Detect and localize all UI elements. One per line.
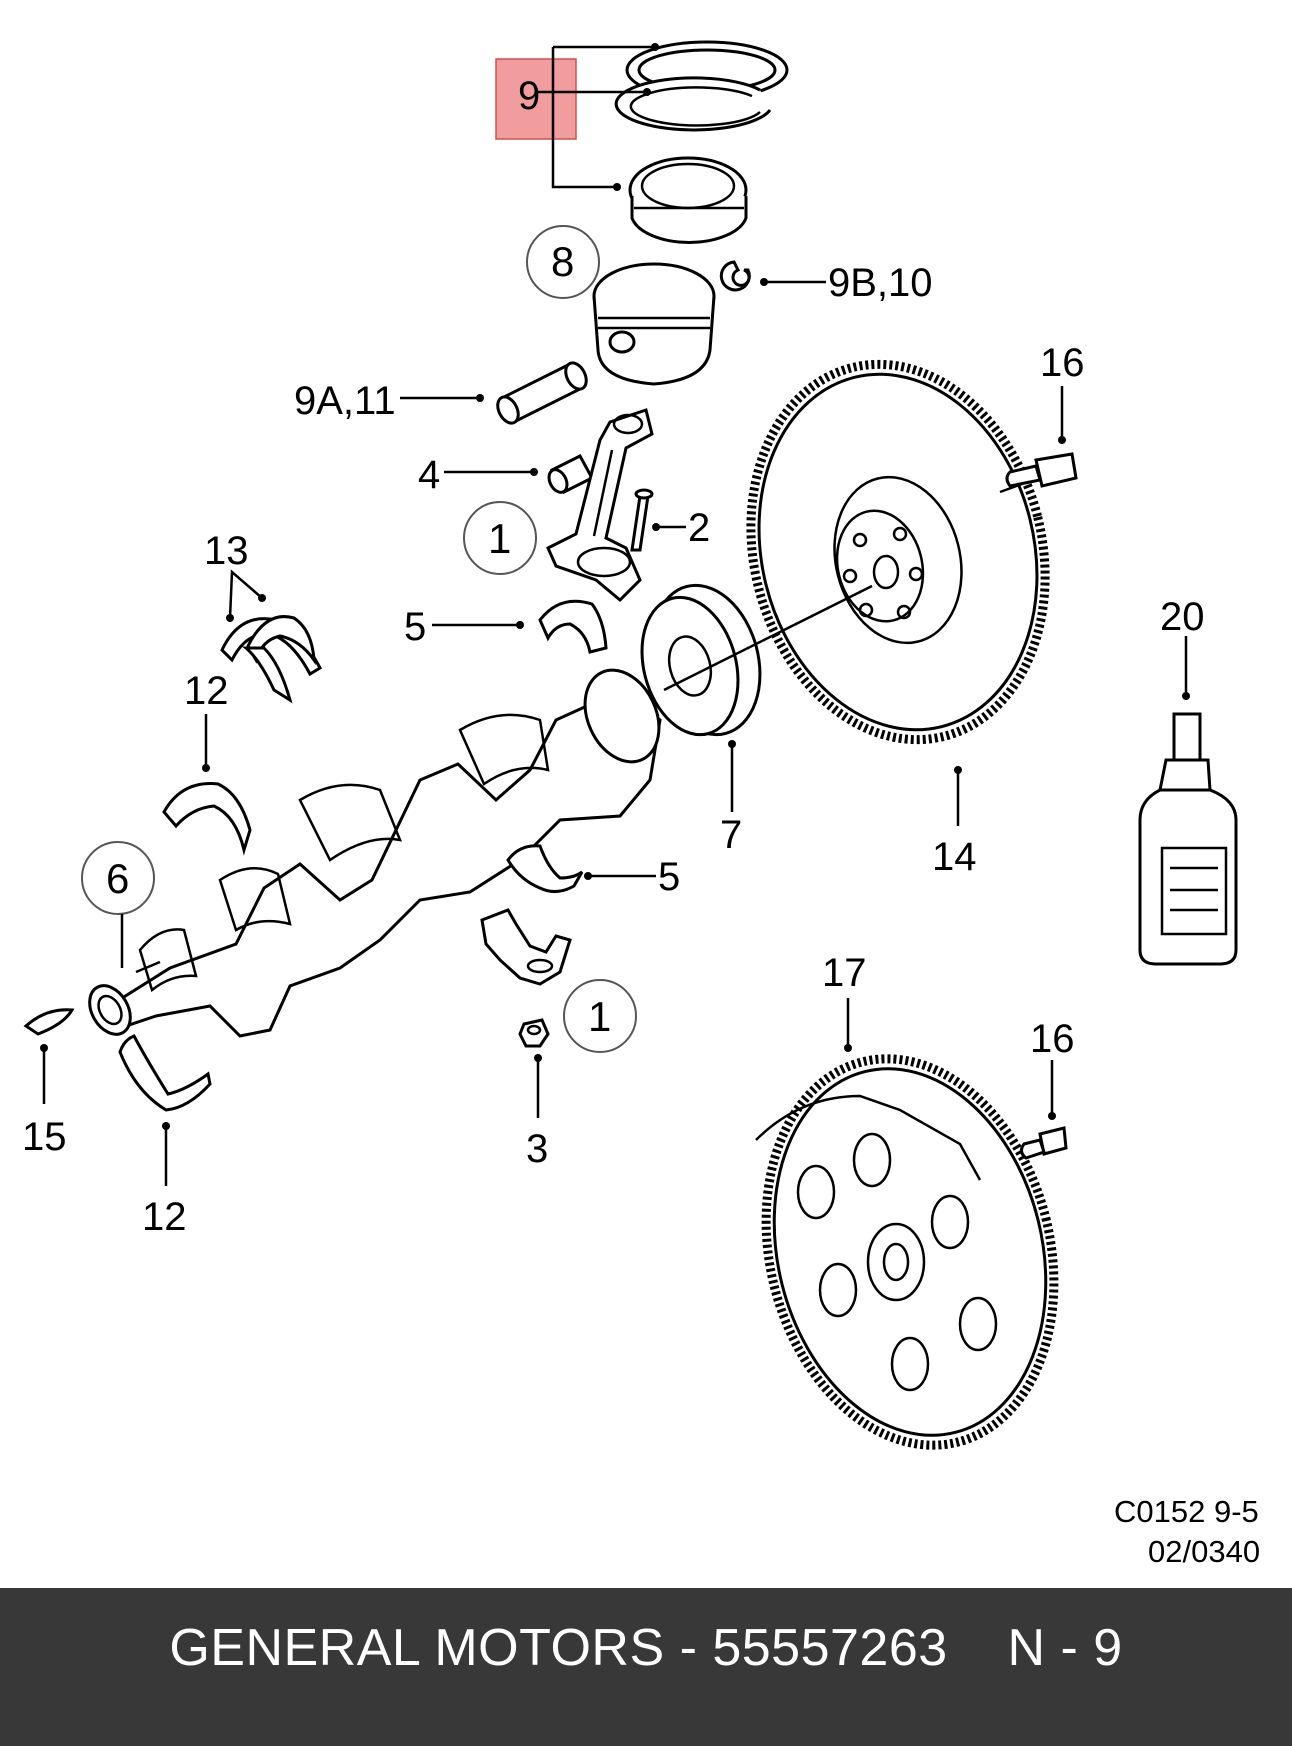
callout-13: 13 bbox=[204, 529, 249, 573]
callout-14: 14 bbox=[932, 835, 977, 879]
flywheel-bolt-illustration bbox=[1005, 452, 1078, 488]
callout-circle-6 bbox=[81, 841, 155, 915]
piston-rings-illustration bbox=[614, 40, 789, 244]
main-bearing-lower-illustration bbox=[118, 1034, 212, 1112]
callout-1-bottom: 1 bbox=[588, 993, 611, 1040]
flexplate-bolt-illustration bbox=[1019, 1126, 1068, 1160]
callout-5-top: 5 bbox=[404, 605, 426, 649]
callout-3: 3 bbox=[526, 1127, 548, 1171]
callout-15: 15 bbox=[22, 1115, 67, 1159]
callout-circle-1-bottom bbox=[563, 979, 637, 1053]
footer-banner: GENERAL MOTORS - 55557263 N - 9 bbox=[0, 1588, 1292, 1746]
exploded-parts-diagram: 9 8 9B,10 9A,11 4 2 bbox=[22, 40, 1260, 1569]
rod-cap-illustration bbox=[480, 908, 572, 986]
piston-pin-illustration bbox=[496, 361, 588, 425]
callout-7: 7 bbox=[720, 813, 742, 857]
callout-12-top: 12 bbox=[184, 669, 229, 713]
rod-nut-illustration bbox=[518, 1018, 550, 1048]
main-bearing-upper-illustration bbox=[162, 782, 252, 856]
callout-16-bottom: 16 bbox=[1030, 1017, 1075, 1061]
flexplate-illustration bbox=[755, 1054, 1059, 1450]
sealant-bottle-illustration bbox=[1138, 712, 1238, 966]
rod-bolt-illustration bbox=[630, 488, 654, 552]
lower-rod-bearing-illustration bbox=[506, 844, 584, 893]
callout-8: 8 bbox=[551, 238, 574, 285]
callout-20: 20 bbox=[1160, 595, 1205, 639]
callout-9a-11: 9A,11 bbox=[294, 379, 396, 423]
footer-text: GENERAL MOTORS - 55557263 N - 9 bbox=[169, 1619, 1123, 1677]
flywheel-illustration bbox=[663, 359, 1050, 745]
callout-circle-1-top bbox=[463, 501, 537, 575]
snap-ring-illustration bbox=[719, 260, 751, 292]
callout-6: 6 bbox=[106, 855, 129, 902]
callout-16-top: 16 bbox=[1040, 341, 1085, 385]
callout-circle-8 bbox=[526, 225, 600, 299]
highlight-box bbox=[495, 58, 577, 140]
reluctor-ring-illustration bbox=[640, 583, 762, 737]
thrust-bearing-illustration bbox=[220, 615, 322, 704]
piston-illustration bbox=[592, 262, 716, 386]
connecting-rod-illustration bbox=[546, 408, 654, 603]
upper-rod-bearing-illustration bbox=[538, 599, 608, 654]
crankshaft-illustration bbox=[88, 668, 662, 1038]
callout-9: 9 bbox=[518, 74, 540, 118]
key-illustration bbox=[23, 1008, 75, 1036]
reference-code: C0152 9-5 bbox=[1114, 1494, 1259, 1529]
callout-12-bottom: 12 bbox=[142, 1195, 187, 1239]
callout-17: 17 bbox=[822, 951, 867, 995]
callout-1-top: 1 bbox=[488, 515, 511, 562]
callout-4: 4 bbox=[418, 453, 440, 497]
callout-9b-10: 9B,10 bbox=[828, 261, 933, 305]
reference-date: 02/0340 bbox=[1148, 1534, 1260, 1569]
callout-5-bottom: 5 bbox=[658, 855, 680, 899]
bushing-illustration bbox=[547, 454, 595, 494]
callout-2: 2 bbox=[688, 506, 710, 550]
